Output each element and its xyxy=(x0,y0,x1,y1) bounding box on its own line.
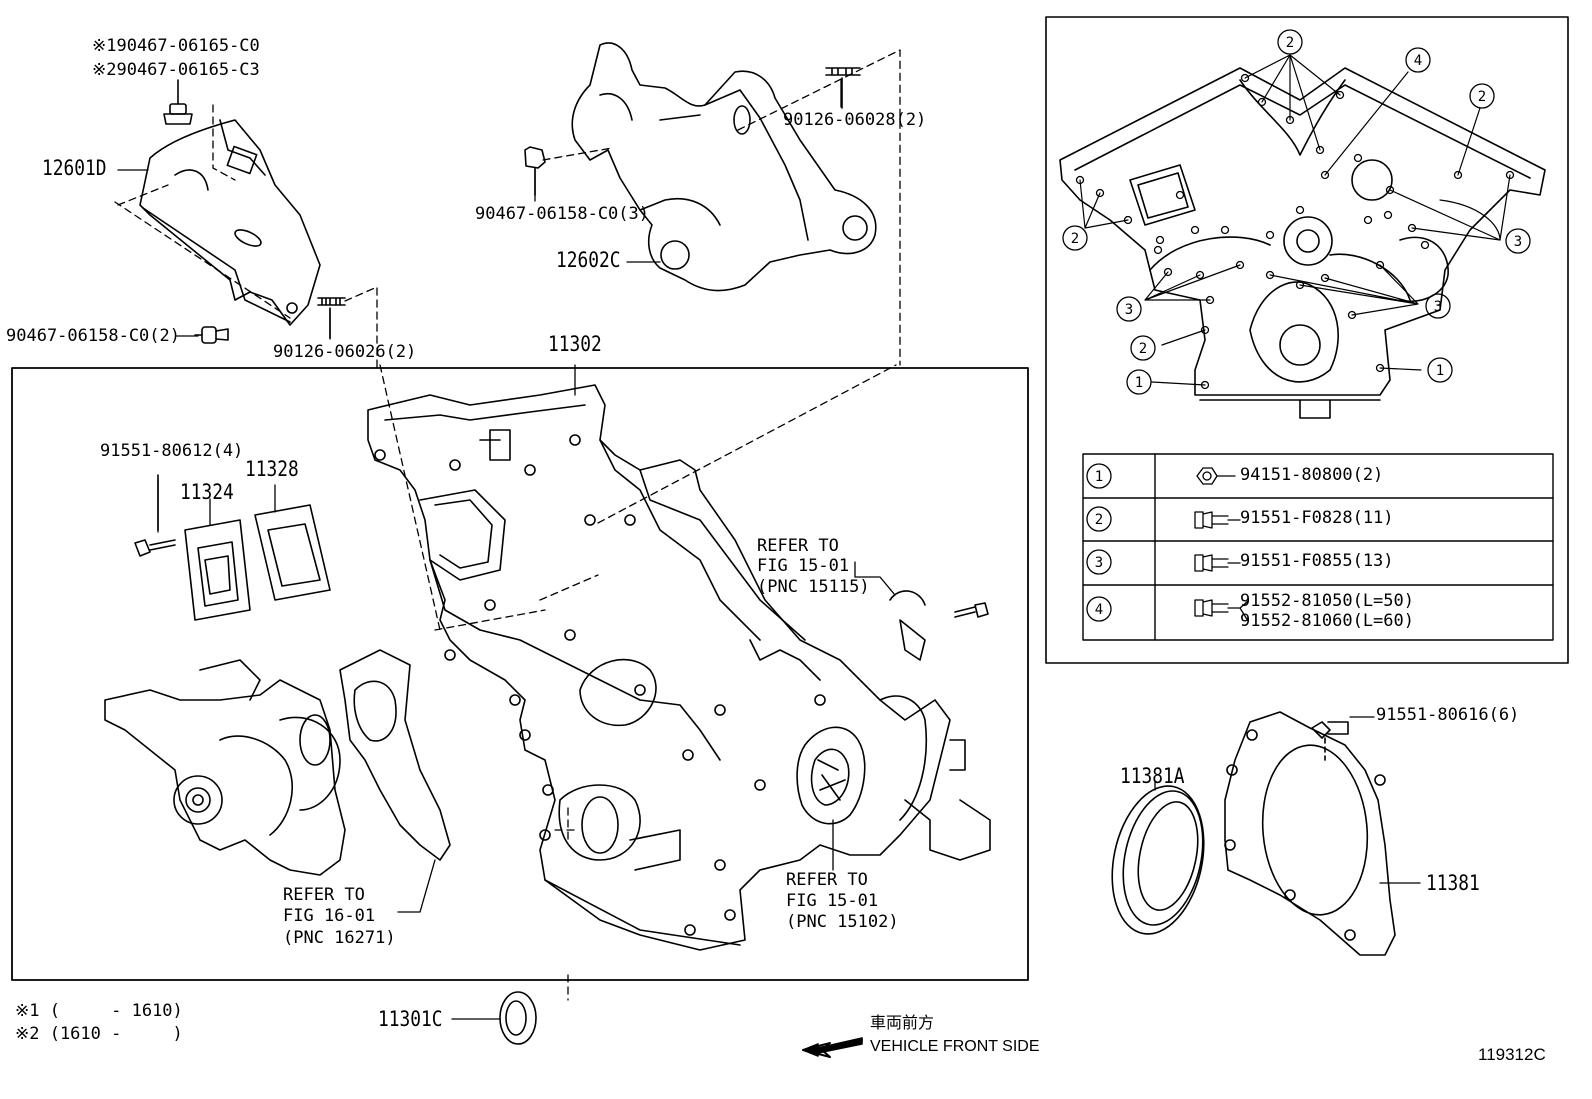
note-bolt-label-2: ※290467-06165-C3 xyxy=(92,60,260,80)
callout-2: 2 xyxy=(1139,341,1147,357)
part-label-90467-mid: 90467-06158-C0(3) xyxy=(475,204,649,224)
bolt-location-cover-outline xyxy=(1059,67,1546,419)
refer-16271-line3: (PNC 16271) xyxy=(283,928,396,948)
dash-11302 xyxy=(379,364,599,1001)
timing-cover-no1-12601d xyxy=(139,119,321,326)
dash-12602c xyxy=(542,49,901,524)
part-label-11381: 11381 xyxy=(1426,871,1480,895)
callout-2: 2 xyxy=(1071,231,1079,247)
dash-12601d xyxy=(114,104,291,319)
bolt-90467-left-icon xyxy=(194,326,229,344)
bolt-location-holes xyxy=(1075,73,1515,390)
label-leaders xyxy=(117,79,1421,1020)
part-label-91551-80612: 91551-80612(4) xyxy=(100,441,244,461)
table-part-4b: 91552-81060(L=60) xyxy=(1240,611,1414,631)
bolt-90467-top-icon xyxy=(163,79,193,125)
refer-15102-line1: REFER TO xyxy=(786,870,868,890)
vehicle-front-en-label: VEHICLE FRONT SIDE xyxy=(870,1038,1040,1055)
footnote-1: ※1 ( - 1610) xyxy=(15,1001,183,1021)
part-label-90467-left: 90467-06158-C0(2) xyxy=(6,326,180,346)
callout-1: 1 xyxy=(1436,363,1444,379)
table-part-4a: 91552-81050(L=50) xyxy=(1240,591,1414,611)
oil-seal-11381a xyxy=(1111,785,1205,935)
callout-4: 4 xyxy=(1414,53,1422,69)
figure-id: 119312C xyxy=(1478,1045,1546,1064)
vehicle-front-jp-label: 車両前方 xyxy=(870,1015,935,1032)
callout-3: 3 xyxy=(1125,302,1133,318)
callout-3: 3 xyxy=(1434,299,1442,315)
table-key-3: 3 xyxy=(1095,555,1103,571)
table-part-3: 91551-F0855(13) xyxy=(1240,551,1394,571)
oil-seal-retainer-11381 xyxy=(1224,711,1396,956)
part-label-12601d: 12601D xyxy=(42,156,107,180)
table-bolt-icons xyxy=(1194,467,1249,622)
callout-3: 3 xyxy=(1514,234,1522,250)
part-label-11301c: 11301C xyxy=(378,1007,443,1031)
part-label-11302: 11302 xyxy=(548,332,602,356)
part-label-11381a: 11381A xyxy=(1120,764,1185,788)
refer-15115-line3: (PNC 15115) xyxy=(757,577,870,597)
bolt-91551-80612-icon xyxy=(134,474,176,557)
callout-2: 2 xyxy=(1478,89,1486,105)
table-key-2: 2 xyxy=(1095,512,1103,528)
water-pump xyxy=(104,659,346,876)
timing-chain-cover-11302 xyxy=(367,384,991,951)
bolt-refer-15115-icon xyxy=(954,602,989,618)
note-bolt-label-1: ※190467-06165-C0 xyxy=(92,36,260,56)
gasket-11324 xyxy=(184,519,251,621)
gasket-11328 xyxy=(254,504,331,601)
refer-15102-line3: (PNC 15102) xyxy=(786,912,899,932)
callout-1: 1 xyxy=(1135,375,1143,391)
part-label-12602c: 12602C xyxy=(556,248,621,272)
part-label-91551-80616: 91551-80616(6) xyxy=(1376,705,1520,725)
water-pump-gasket xyxy=(339,649,451,861)
part-label-90126-06028: 90126-06028(2) xyxy=(783,110,927,130)
oil-seal-11301c xyxy=(499,991,537,1045)
table-key-4: 4 xyxy=(1095,602,1103,618)
callout-numbers: 2 4 2 2 3 3 3 2 1 1 1 2 3 4 xyxy=(1071,35,1522,618)
footnote-2: ※2 (1610 - ) xyxy=(15,1024,183,1044)
bolt-91551-80616-icon xyxy=(1311,721,1349,761)
vehicle-front-arrow-icon xyxy=(802,1037,863,1058)
refer-15115-line1: REFER TO xyxy=(757,536,839,556)
table-key-1: 1 xyxy=(1095,469,1103,485)
refer-15102-line2: FIG 15-01 xyxy=(786,891,879,911)
refer-16271-line1: REFER TO xyxy=(283,885,365,905)
table-part-2: 91551-F0828(11) xyxy=(1240,508,1394,528)
bolt-table xyxy=(1082,453,1554,641)
refer-15115-line2: FIG 15-01 xyxy=(757,556,850,576)
oil-pump-rotor xyxy=(796,726,866,825)
table-part-1: 94151-80800(2) xyxy=(1240,465,1384,485)
callout-circles xyxy=(1062,29,1531,622)
part-label-90126-06026: 90126-06026(2) xyxy=(273,342,417,362)
refer-16271-line2: FIG 16-01 xyxy=(283,906,376,926)
timing-cover-no2-12602c xyxy=(571,42,877,292)
bolt-location-leaders xyxy=(1079,54,1511,386)
part-label-11324: 11324 xyxy=(180,480,234,504)
callout-2: 2 xyxy=(1286,35,1294,51)
bolt-location-detail-frame xyxy=(1045,16,1569,664)
timing-cover-group-frame xyxy=(11,367,1029,981)
stud-90126-06028-icon xyxy=(825,67,861,109)
part-label-11328: 11328 xyxy=(245,457,299,481)
